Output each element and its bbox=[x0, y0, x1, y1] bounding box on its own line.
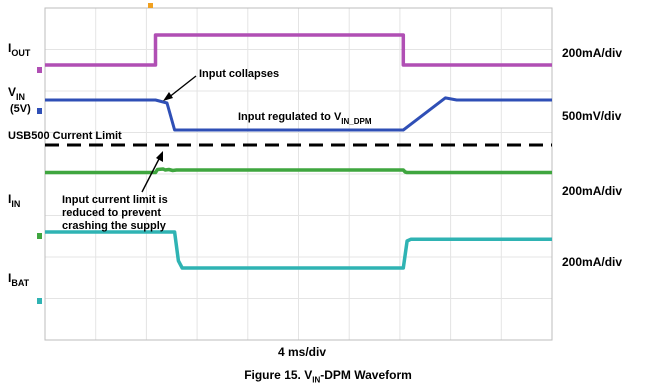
annotation-input-collapses: Input collapses bbox=[199, 68, 279, 80]
iin-scale: 200mA/div bbox=[562, 184, 622, 198]
iout-scale: 200mA/div bbox=[562, 46, 622, 60]
arrow-collapse bbox=[163, 75, 197, 101]
arrow-current-limit bbox=[141, 151, 163, 193]
usb500-label: USB500 Current Limit bbox=[8, 130, 122, 142]
vin-trace bbox=[45, 96, 552, 132]
iin-marker bbox=[37, 233, 42, 239]
vin-label: VIN bbox=[8, 85, 25, 102]
annotation-input-regulated: Input regulated to VIN_DPM bbox=[238, 111, 372, 126]
traces bbox=[45, 33, 552, 270]
vin-marker bbox=[37, 108, 42, 114]
iout-marker bbox=[37, 67, 42, 73]
ibat-marker bbox=[37, 298, 42, 304]
iin-label: IIN bbox=[8, 192, 20, 209]
vin-5v-label: (5V) bbox=[10, 103, 31, 115]
trigger-marker bbox=[148, 3, 153, 8]
ibat-scale: 200mA/div bbox=[562, 255, 622, 269]
annotation-limit-line1: Input current limit is bbox=[62, 194, 168, 206]
figure-caption: Figure 15. VIN-DPM Waveform bbox=[244, 368, 412, 385]
annotation-limit-line2: reduced to prevent bbox=[62, 207, 161, 219]
iout-trace bbox=[45, 33, 552, 67]
ibat-trace bbox=[45, 230, 552, 270]
ibat-label: IBAT bbox=[8, 271, 30, 288]
vin-scale: 500mV/div bbox=[562, 109, 622, 123]
iin-trace bbox=[45, 167, 552, 175]
x-axis-scale: 4 ms/div bbox=[278, 345, 326, 359]
annotation-limit-line3: crashing the supply bbox=[62, 220, 167, 232]
iout-label: IOUT bbox=[8, 41, 31, 58]
